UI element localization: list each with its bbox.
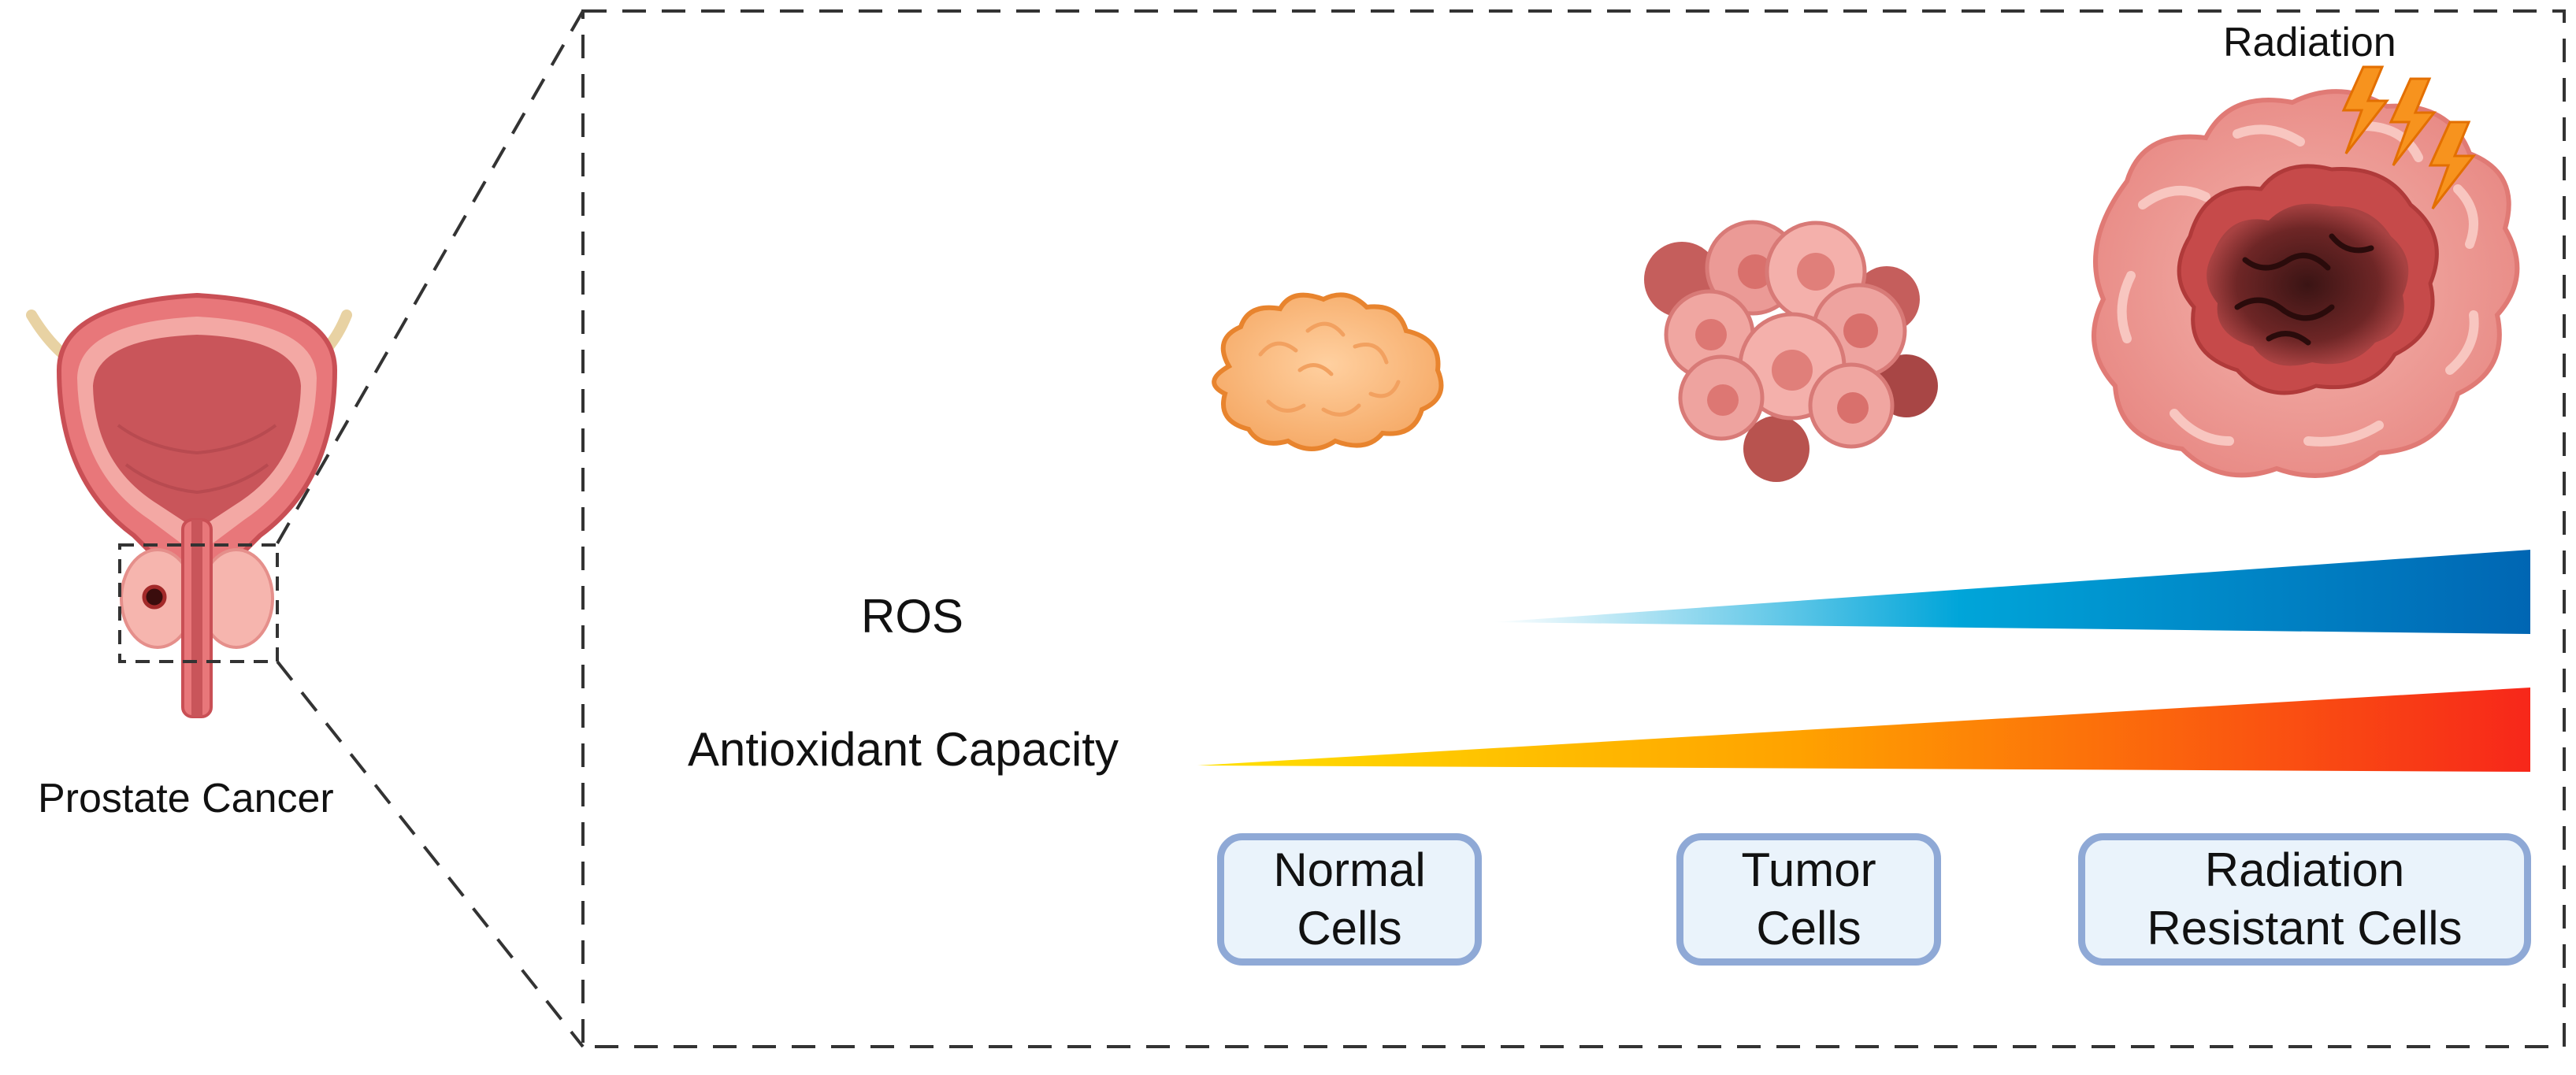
tumor-nucleus-7 <box>1837 392 1869 424</box>
lightning-bolt-1 <box>2341 65 2390 154</box>
stage-label-resistant-line1: Radiation <box>2204 843 2405 896</box>
tumor-nucleus-4 <box>1843 313 1878 348</box>
tumor-nucleus-1 <box>1738 254 1772 289</box>
tumor-nucleus-6 <box>1707 384 1739 416</box>
resistant-tumor-necrotic-core <box>2207 203 2409 366</box>
stage-label-normal-line2: Cells <box>1297 902 1402 955</box>
stage-box-tumor: Tumor Cells <box>1676 833 1941 966</box>
lightning-bolt-3 <box>2428 120 2477 209</box>
tumor-nucleus-2 <box>1797 253 1835 291</box>
tumor-nucleus-5 <box>1772 350 1813 391</box>
urethra-lumen <box>191 520 202 717</box>
stage-label-tumor-line2: Cells <box>1756 902 1861 955</box>
prostate-bladder-icon <box>26 292 352 718</box>
resistant-tumor-core-texture <box>2234 233 2374 346</box>
stage-label-normal-line1: Normal <box>1273 843 1426 896</box>
ros-gradient-bar <box>1493 550 2530 634</box>
organ-label: Prostate Cancer <box>38 776 334 821</box>
radiation-resistant-tumor-icon <box>2092 89 2520 478</box>
stage-label-resistant-line2: Resistant Cells <box>2147 902 2463 955</box>
tumor-spot <box>142 584 167 610</box>
radiation-label: Radiation <box>2223 20 2396 65</box>
bladder-folds <box>117 424 277 495</box>
stage-box-radiation-resistant: Radiation Resistant Cells <box>2078 833 2531 966</box>
resistant-tumor-lobes <box>2117 121 2479 447</box>
tumor-focus-box <box>118 543 279 663</box>
antioxidant-label: Antioxidant Capacity <box>688 723 1119 776</box>
zoom-line-bottom <box>276 660 585 1048</box>
lightning-bolt-icon <box>2341 65 2477 209</box>
normal-cell-cluster-icon <box>1212 292 1444 451</box>
ros-label: ROS <box>861 590 964 643</box>
lightning-bolt-2 <box>2389 77 2437 166</box>
antioxidant-gradient-bar <box>1197 688 2530 772</box>
zoom-frame <box>276 9 2566 1048</box>
stage-box-normal: Normal Cells <box>1217 833 1482 966</box>
tumor-nucleus-3 <box>1695 319 1727 350</box>
tumor-cell-cluster-icon <box>1644 220 1938 482</box>
stage-label-tumor-line1: Tumor <box>1741 843 1876 896</box>
zoom-line-top <box>276 10 585 544</box>
tumor-cell-back-2 <box>1743 416 1810 482</box>
normal-cluster-lobes <box>1258 321 1401 417</box>
zoom-frame-border <box>581 9 2566 1048</box>
